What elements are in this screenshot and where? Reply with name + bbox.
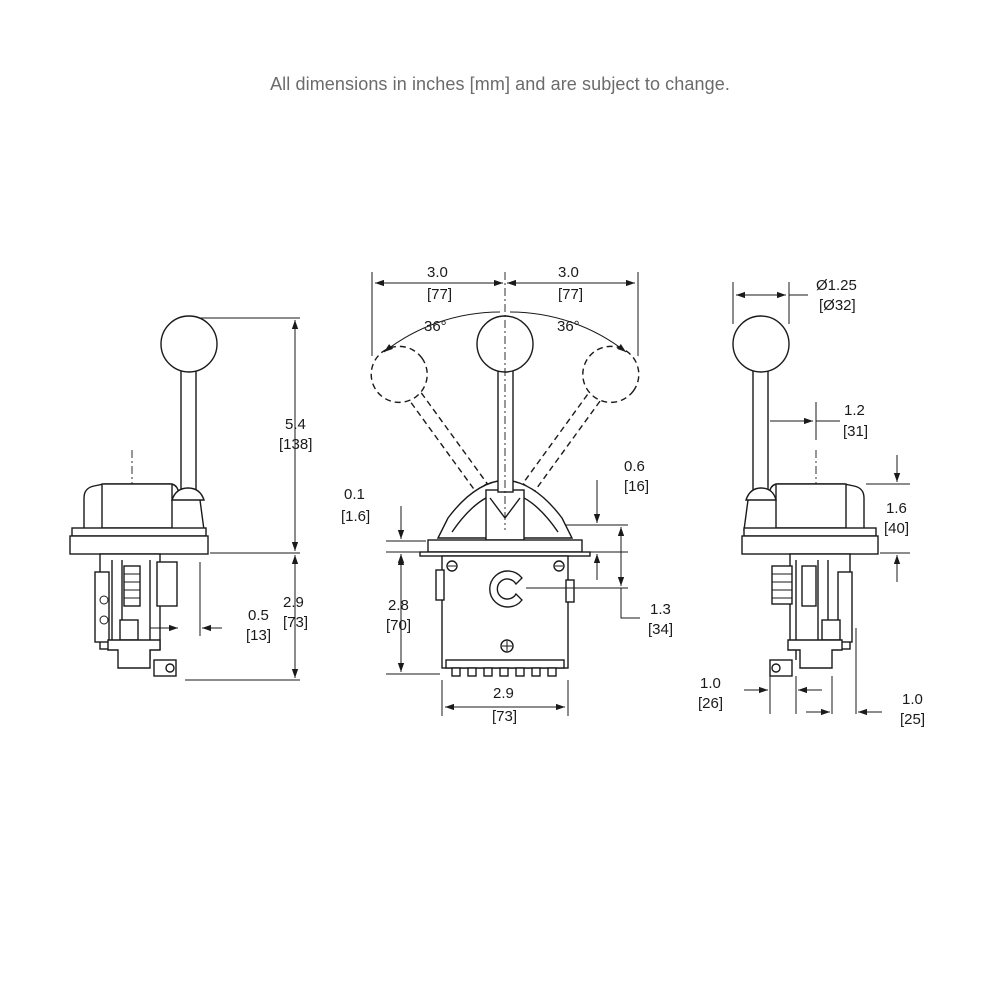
swing-right-dim-label: 3.0 <box>558 264 579 281</box>
foot-right-dim-mm-label: [25] <box>900 711 925 728</box>
housing-dim-label: 1.6 <box>886 500 907 517</box>
below-dim-mm-label: [73] <box>283 614 308 631</box>
body-height-dim-mm-label: [70] <box>386 617 411 634</box>
boot-dim-label: 0.6 <box>624 458 645 475</box>
body-width-dim-label: 2.9 <box>493 685 514 702</box>
foot-right-dim-label: 1.0 <box>902 691 923 708</box>
center-dim-mm-label: [34] <box>648 621 673 638</box>
height-dim-mm-label: [138] <box>279 436 312 453</box>
plate-dim-mm-label: [1.6] <box>341 508 370 525</box>
foot-left-dim-mm-label: [26] <box>698 695 723 712</box>
angle-left-label: 36° <box>424 318 447 335</box>
knob-diameter-mm-label: [Ø32] <box>819 297 856 314</box>
offset-dim-label: 0.5 <box>248 607 269 624</box>
center-dim-label: 1.3 <box>650 601 671 618</box>
body-height-dim-label: 2.8 <box>388 597 409 614</box>
swing-left-dim-mm-label: [77] <box>427 286 452 303</box>
plate-dim-label: 0.1 <box>344 486 365 503</box>
swing-right-dim-mm-label: [77] <box>558 286 583 303</box>
angle-right-label: 36° <box>557 318 580 335</box>
side-view-left <box>69 315 300 681</box>
lever-offset-dim-label: 1.2 <box>844 402 865 419</box>
foot-left-dim-label: 1.0 <box>700 675 721 692</box>
side-view-right <box>732 282 910 716</box>
swing-left-dim-label: 3.0 <box>427 264 448 281</box>
below-dim-label: 2.9 <box>283 594 304 611</box>
lever-offset-dim-mm-label: [31] <box>843 423 868 440</box>
knob-diameter-label: Ø1.25 <box>816 277 857 294</box>
housing-dim-mm-label: [40] <box>884 520 909 537</box>
offset-dim-mm-label: [13] <box>246 627 271 644</box>
boot-dim-mm-label: [16] <box>624 478 649 495</box>
dimensions-note: All dimensions in inches [mm] and are su… <box>270 74 730 94</box>
front-view <box>370 272 640 716</box>
height-dim-label: 5.4 <box>285 416 306 433</box>
body-width-dim-mm-label: [73] <box>492 708 517 725</box>
